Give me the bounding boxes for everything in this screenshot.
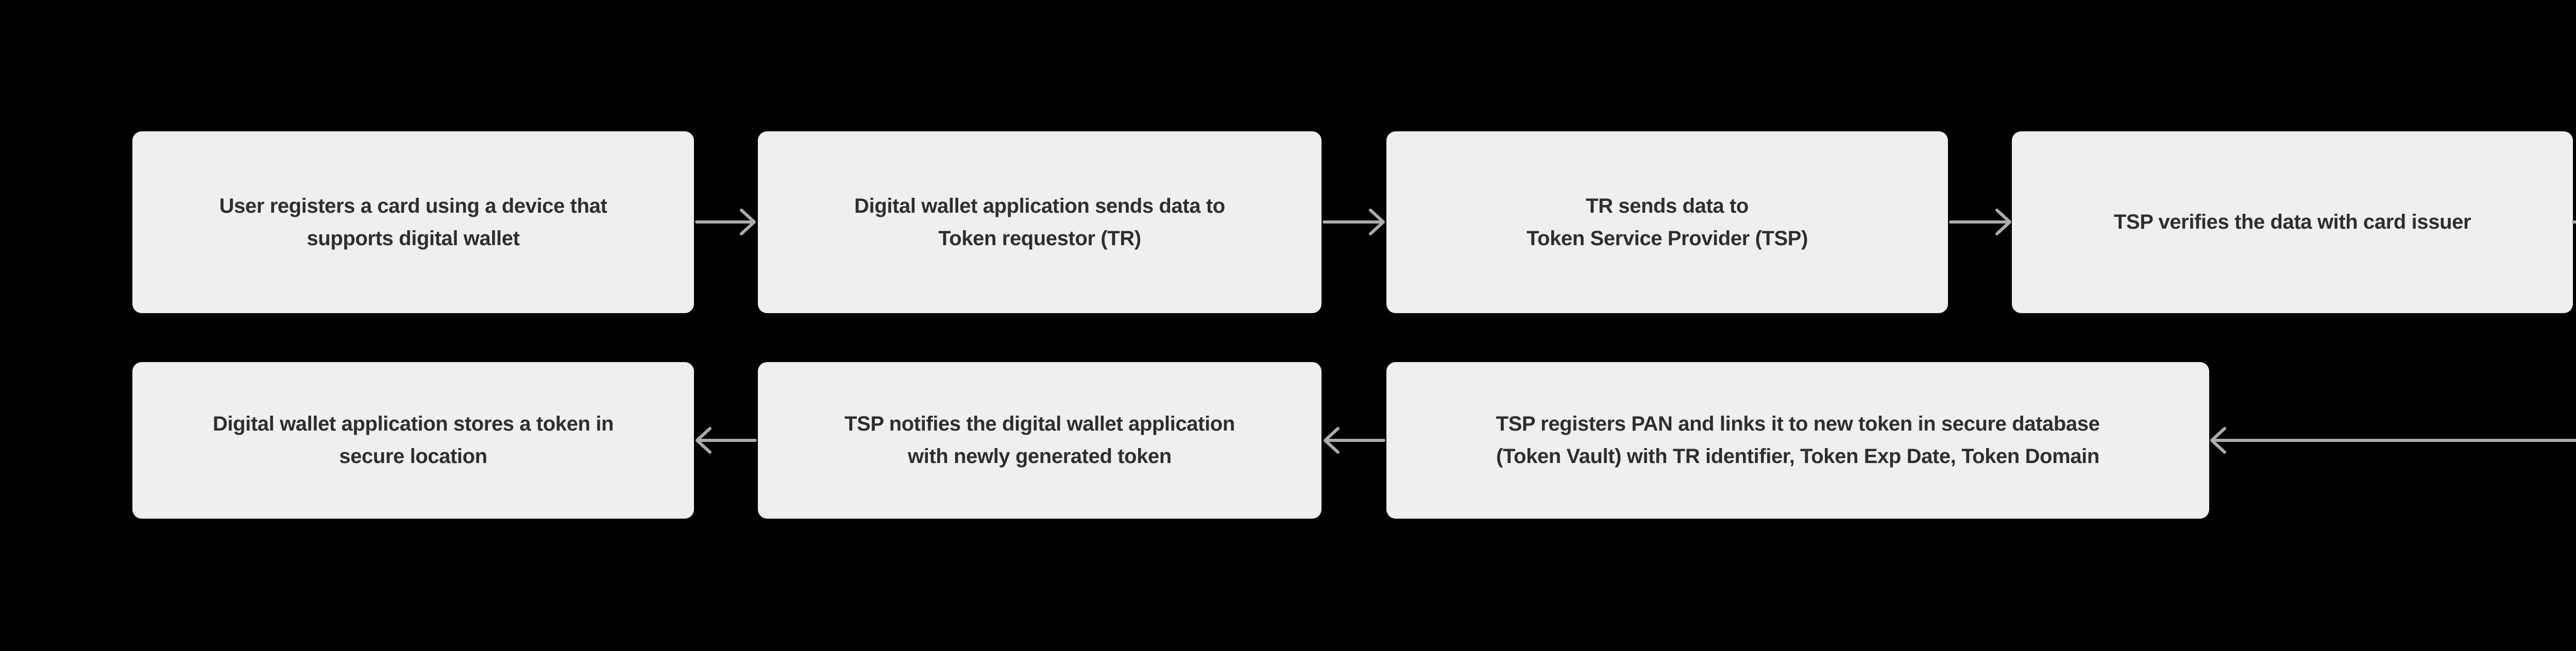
flow-node-label: TSP registers PAN and links it to new to…	[1496, 413, 2100, 468]
node-tr-sends-data-to-tsp: TR sends data to Token Service Provider …	[1386, 131, 1948, 313]
flow-node-label: Digital wallet application sends data to…	[854, 194, 1225, 250]
node-tsp-notifies-wallet: TSP notifies the digital wallet applicat…	[758, 362, 1321, 519]
node-wallet-sends-data-to-tr: Digital wallet application sends data to…	[758, 131, 1321, 313]
node-tsp-registers-pan-token-vault: TSP registers PAN and links it to new to…	[1386, 362, 2209, 519]
flow-node-label: User registers a card using a device tha…	[219, 194, 607, 250]
flow-node-label: TR sends data to Token Service Provider …	[1526, 194, 1808, 250]
arrow-5-6-left-icon	[1324, 427, 1385, 454]
node-wallet-stores-token: Digital wallet application stores a toke…	[132, 362, 694, 519]
arrow-2-3-right-icon	[1323, 209, 1385, 235]
node-user-registers-card: User registers a card using a device tha…	[132, 131, 694, 313]
flow-node-label: TSP verifies the data with card issuer	[2113, 211, 2471, 233]
arrow-3-4-right-icon	[1949, 209, 2011, 235]
flow-node-label: Digital wallet application stores a toke…	[212, 413, 614, 468]
node-tsp-verifies-with-issuer: TSP verifies the data with card issuer	[2012, 131, 2573, 313]
arrow-6-7-left-icon	[696, 427, 757, 454]
arrow-1-2-right-icon	[695, 209, 756, 235]
flow-node-label: TSP notifies the digital wallet applicat…	[844, 413, 1235, 468]
